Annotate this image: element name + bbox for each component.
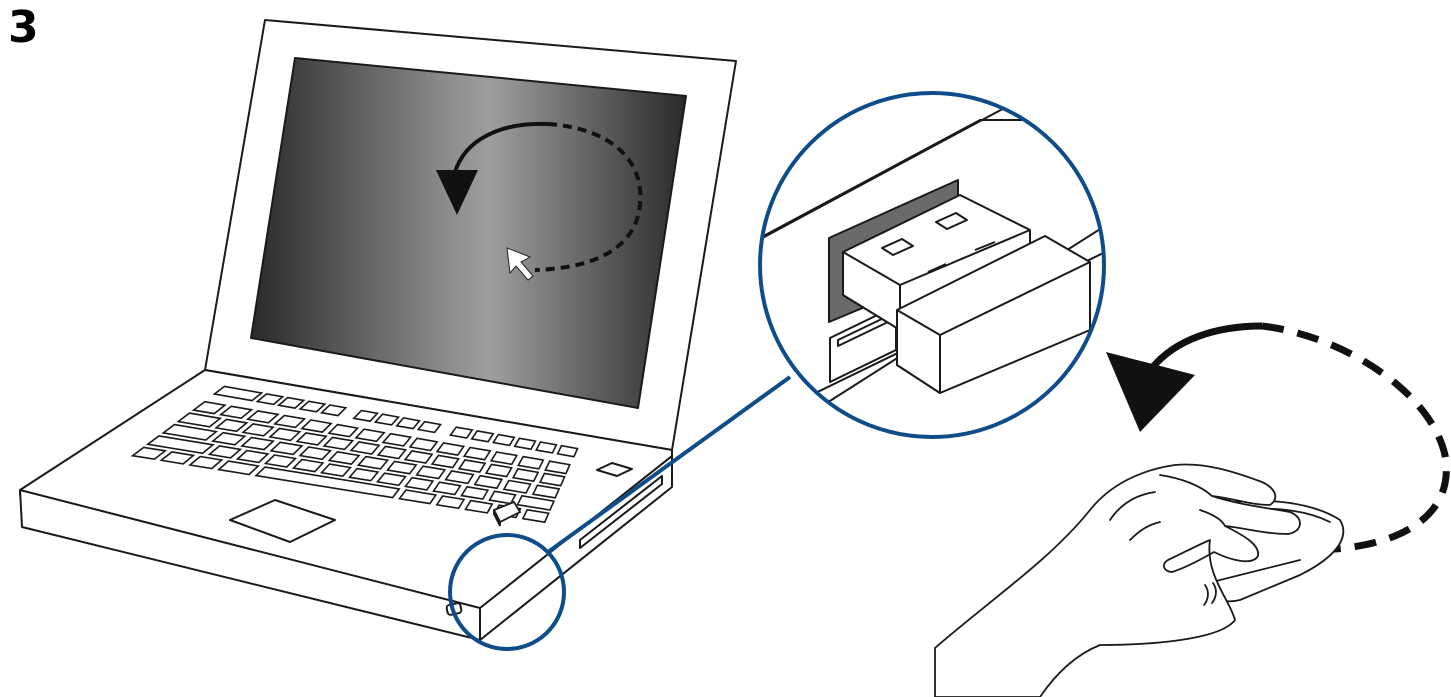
laptop bbox=[20, 20, 736, 640]
keyboard-key bbox=[536, 442, 556, 453]
keyboard-key bbox=[493, 435, 514, 446]
keyboard-key bbox=[515, 438, 536, 449]
keyboard-key bbox=[558, 446, 578, 457]
hand-with-mouse bbox=[935, 464, 1343, 697]
